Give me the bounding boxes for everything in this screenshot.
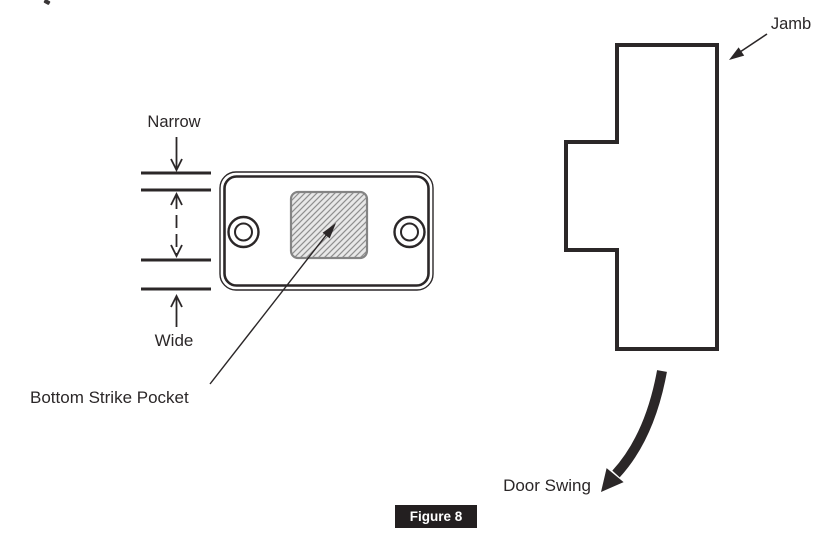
- plate-inner-edge: [223, 175, 430, 287]
- door-swing-arrow: [601, 370, 667, 492]
- stray-ink-mark: [43, 0, 51, 5]
- wide-label: Wide: [154, 331, 194, 350]
- pocket-leader-arrow: [209, 223, 336, 385]
- wide-arrowhead: [170, 293, 183, 308]
- pocket-leader-line: [209, 233, 328, 385]
- right-screw-hole-inner: [400, 222, 419, 242]
- jamb-label: Jamb: [770, 15, 812, 33]
- double-arrow-down-head: [170, 244, 183, 259]
- figure-caption: Figure 8: [395, 505, 477, 528]
- jamb-leader-line: [739, 33, 768, 53]
- jamb-profile: [564, 43, 719, 351]
- left-screw-hole-outer: [227, 215, 260, 249]
- right-screw-hole-outer: [393, 215, 426, 249]
- jamb-leader-arrowhead: [729, 47, 745, 60]
- narrow-arrowhead: [170, 158, 183, 173]
- double-arrow-up-head: [170, 191, 183, 206]
- door-swing-arrowhead: [601, 468, 624, 492]
- jamb-outline: [564, 43, 719, 351]
- door-swing-arrow-shaft: [612, 370, 667, 478]
- pocket-leader-arrowhead: [322, 223, 336, 239]
- bottom-strike-pocket: [289, 190, 369, 260]
- dimension-indicators: [141, 137, 211, 327]
- narrow-label: Narrow: [147, 113, 201, 131]
- jamb-leader-arrow: [729, 33, 768, 60]
- bottom-strike-pocket-label: Bottom Strike Pocket: [30, 388, 189, 407]
- left-screw-hole-inner: [234, 222, 253, 242]
- door-swing-label: Door Swing: [503, 476, 591, 495]
